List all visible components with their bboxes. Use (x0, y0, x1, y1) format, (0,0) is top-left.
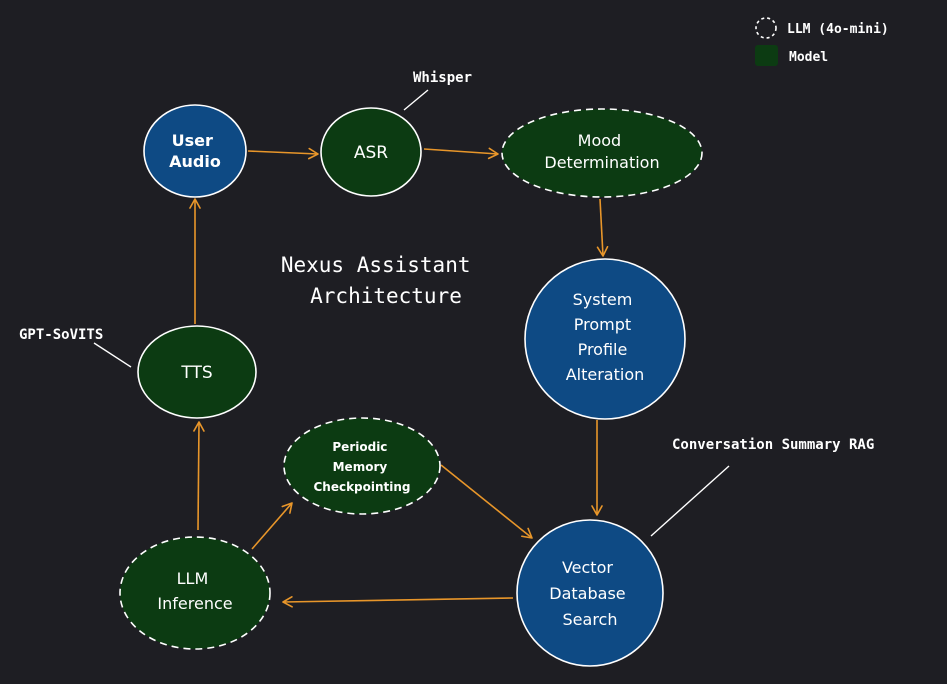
node-llm-inference-line-1: LLM (177, 569, 209, 588)
node-user-audio-shape (143, 104, 247, 198)
node-asr-line-1: ASR (354, 143, 388, 163)
node-system-prompt-line-1: System (573, 290, 633, 309)
svg-text:System Prompt Prof: System Prompt Profile Alteration (566, 290, 645, 384)
whisper-pointer-line (403, 89, 429, 111)
node-mood-line-1: Mood (578, 131, 622, 150)
node-llm-inference-shape (119, 536, 271, 650)
node-periodic-memory-line-1: Periodic (332, 440, 387, 454)
node-system-prompt: System Prompt Profile Alteration (524, 258, 686, 420)
svg-text:User Audio: User Audio (169, 131, 221, 171)
node-system-prompt-line-3: Profile (578, 340, 628, 359)
node-user-audio-line-1: User (172, 131, 213, 150)
arrows (189, 147, 609, 608)
node-periodic-memory: Periodic Memory Checkpointing (283, 417, 441, 515)
arrow-llm-inference-to-periodic-memory (251, 502, 293, 550)
legend-model-label: Model (789, 50, 828, 65)
node-vector-db: Vector Database Search (516, 519, 664, 667)
annotation-gpt-sovits: GPT-SoVITS (19, 327, 103, 343)
svg-text:Mood Determination: Mood Determination (544, 131, 659, 172)
node-periodic-memory-shape (283, 417, 441, 515)
node-asr-shape (320, 107, 422, 197)
node-vector-db-line-1: Vector (562, 558, 613, 577)
node-vector-db-line-2: Database (549, 584, 625, 603)
node-tts-line-1: TTS (180, 363, 212, 383)
node-mood-line-2: Determination (544, 153, 659, 172)
legend-model-swatch (755, 45, 778, 66)
svg-text:Periodic Memory Ch: Periodic Memory Checkpointing (313, 440, 410, 494)
svg-text:Vector Database Se: Vector Database Search (549, 558, 630, 629)
arrow-periodic-memory-to-vector-db (440, 464, 533, 539)
svg-text:TTS: TTS (180, 363, 212, 383)
node-periodic-memory-line-2: Memory (333, 460, 388, 474)
arrow-vector-db-to-llm-inference (282, 596, 514, 608)
node-vector-db-line-3: Search (563, 610, 618, 629)
svg-text:LLM Inference: LLM Inference (157, 569, 232, 613)
annotation-lines (93, 89, 730, 537)
node-system-prompt-line-4: Alteration (566, 365, 645, 384)
annotation-whisper: Whisper (413, 70, 472, 86)
conversation-rag-pointer-line (650, 465, 730, 537)
node-llm-inference-line-2: Inference (157, 594, 232, 613)
node-user-audio-line-2: Audio (169, 152, 221, 171)
svg-text:Nexus Assistant Architectu: Nexus Assistant Architecture (281, 253, 483, 308)
arrow-mood-to-system-prompt (596, 198, 609, 257)
node-periodic-memory-line-3: Checkpointing (313, 480, 410, 494)
svg-text:ASR: ASR (354, 143, 388, 163)
node-mood-shape (501, 108, 703, 198)
arrow-user-audio-to-asr (247, 147, 319, 160)
node-user-audio: User Audio (143, 104, 247, 198)
annotation-conversation-rag: Conversation Summary RAG (672, 437, 874, 453)
legend: LLM (4o-mini) Model (755, 17, 889, 66)
node-vector-db-shape (516, 519, 664, 667)
node-tts: TTS (137, 325, 257, 419)
gpt-sovits-pointer-line (93, 342, 132, 368)
node-tts-shape (137, 325, 257, 419)
arrow-asr-to-mood (423, 147, 499, 160)
node-llm-inference: LLM Inference (119, 536, 271, 650)
arrow-llm-inference-to-tts (193, 421, 205, 531)
legend-llm-swatch (755, 17, 777, 39)
diagram-title-line-2: Architecture (310, 284, 462, 308)
node-system-prompt-shape (524, 258, 686, 420)
diagram-title-line-1: Nexus Assistant (281, 253, 471, 277)
legend-llm-label: LLM (4o-mini) (787, 22, 889, 37)
node-mood: Mood Determination (501, 108, 703, 198)
node-system-prompt-line-2: Prompt (574, 315, 631, 334)
node-asr: ASR (320, 107, 422, 197)
